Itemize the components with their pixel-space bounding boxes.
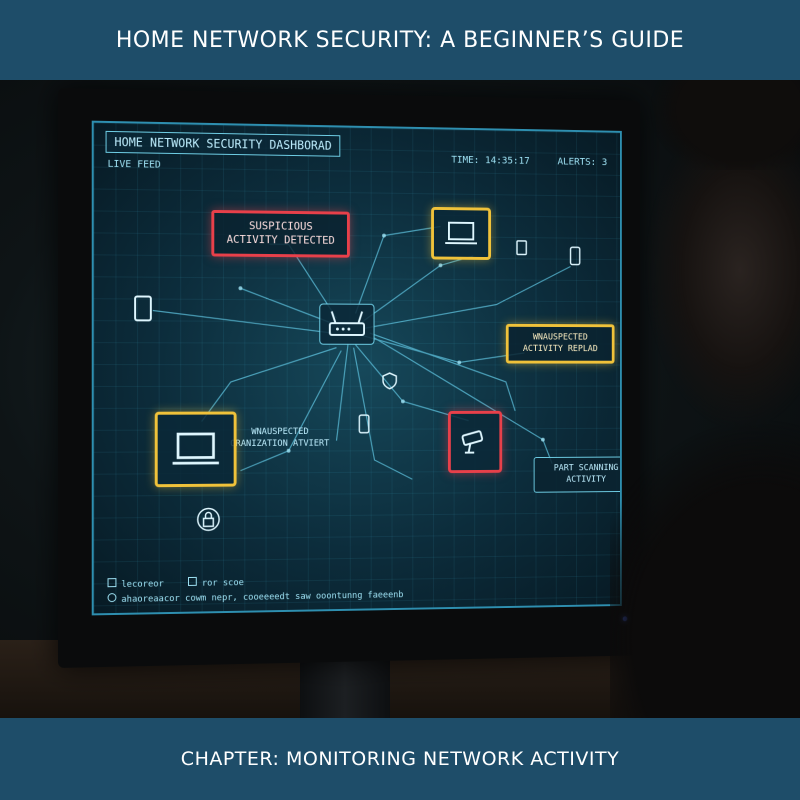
dashboard-title: HOME NETWORK SECURITY DASHBORAD: [106, 131, 341, 157]
chapter-banner: CHAPTER: MONITORING NETWORK ACTIVITY: [0, 718, 800, 800]
dashboard-legend: lecoreor ror scoe ahaoreaacor cowm nepr,…: [108, 574, 404, 607]
person-hair: [640, 80, 800, 170]
phone-node-center[interactable]: [357, 413, 370, 435]
title-banner: HOME NETWORK SECURITY: A BEGINNER’S GUID…: [0, 0, 800, 80]
port-scanning-alert[interactable]: PART SCANNING ACTIVITY: [534, 456, 622, 493]
phone-node-right[interactable]: [569, 245, 582, 266]
lock-node[interactable]: [196, 506, 221, 532]
person-silhouette: [610, 80, 800, 718]
time-readout: TIME: 14:35:17: [451, 155, 529, 167]
legend-item: ahaoreaacor cowm nepr, cooeeeedt saw ooo…: [121, 590, 403, 605]
tablet-icon: [515, 239, 528, 257]
laptop-node-left[interactable]: [155, 412, 237, 488]
alerts-count: ALERTS: 3: [557, 157, 607, 168]
router-icon: [326, 309, 368, 339]
camera-node[interactable]: [448, 411, 502, 473]
shield-icon: [382, 372, 397, 390]
photo-scene: HOME NETWORK SECURITY DASHBORAD LIVE FEE…: [0, 80, 800, 718]
phone-icon: [357, 413, 370, 435]
tablet-node-small[interactable]: [515, 239, 528, 257]
security-camera-icon: [459, 427, 491, 456]
suspicious-activity-alert[interactable]: SUSPICIOUS ACTIVITY DETECTED: [211, 210, 349, 257]
live-feed-label: LIVE FEED: [108, 159, 161, 171]
network-lines: [94, 123, 622, 616]
tablet-node[interactable]: [133, 294, 153, 322]
page-title: HOME NETWORK SECURITY: A BEGINNER’S GUID…: [116, 28, 684, 53]
monitor: HOME NETWORK SECURITY DASHBORAD LIVE FEE…: [58, 88, 640, 668]
dashboard-screen: HOME NETWORK SECURITY DASHBORAD LIVE FEE…: [92, 121, 622, 616]
laptop-icon: [168, 428, 223, 470]
laptop-node-top[interactable]: [431, 207, 491, 260]
chapter-title: CHAPTER: MONITORING NETWORK ACTIVITY: [181, 748, 619, 770]
lock-icon: [196, 506, 221, 532]
legend-swatch: [108, 593, 117, 602]
legend-swatch: [108, 578, 117, 587]
shield-node: [382, 372, 397, 390]
legend-swatch: [188, 577, 197, 586]
laptop-icon: [442, 219, 479, 249]
tablet-icon: [133, 294, 153, 322]
phone-icon: [569, 245, 582, 266]
legend-item: lecoreor: [121, 580, 164, 591]
router-node[interactable]: [319, 303, 374, 344]
unexpected-activity-alert[interactable]: WNAUSPECTED ACTIVITY REPLAD: [506, 324, 615, 364]
legend-item: ror scoe: [202, 578, 244, 589]
